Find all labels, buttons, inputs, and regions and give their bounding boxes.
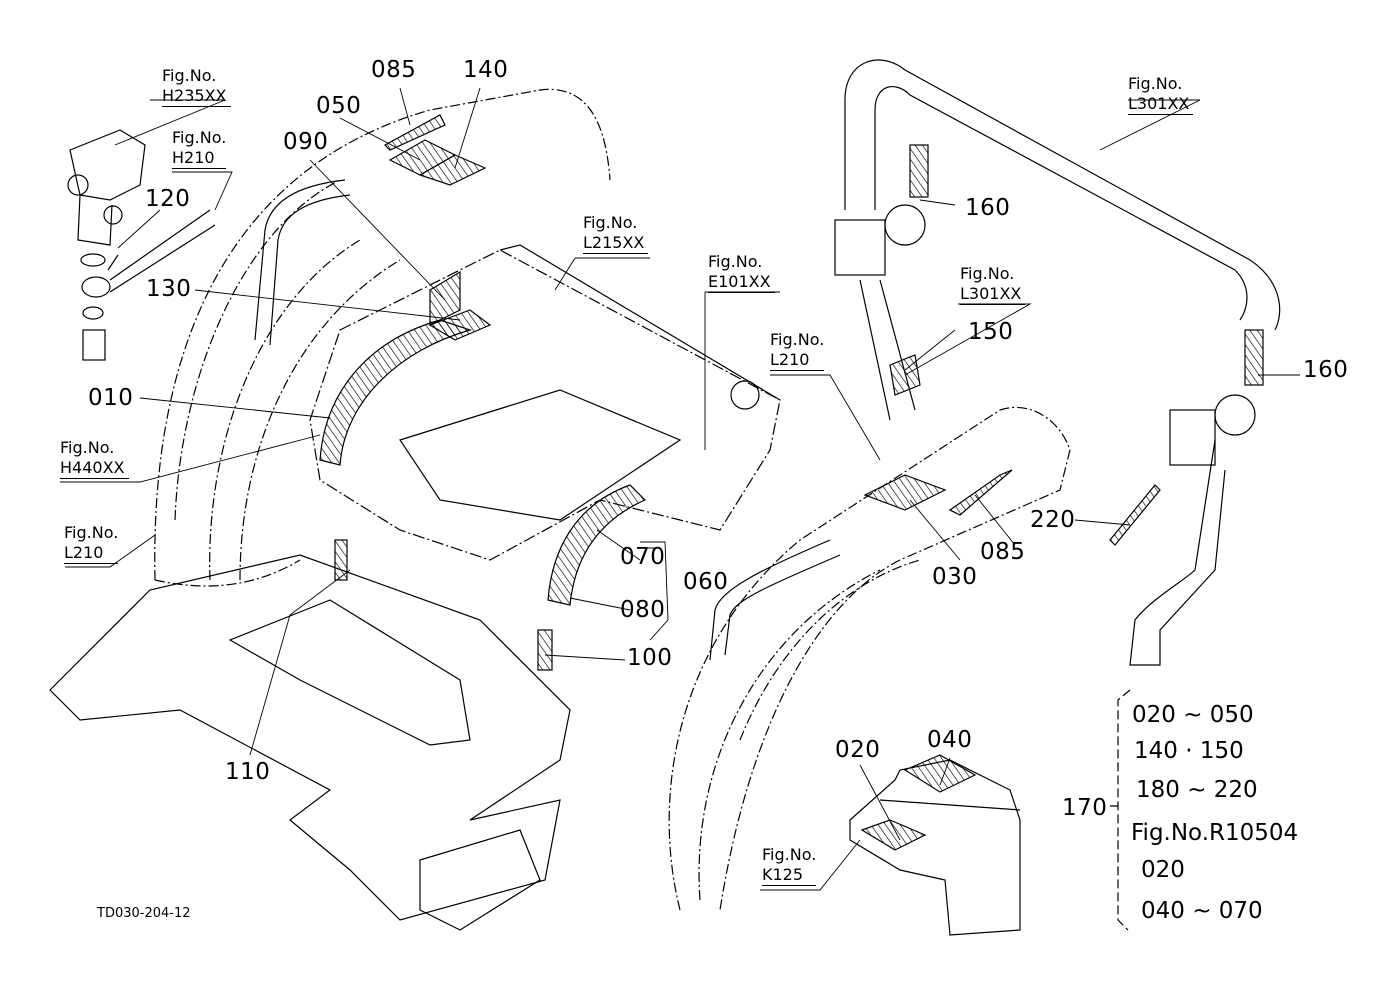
valve-assembly (67, 129, 216, 361)
kit-line: 140 · 150 (1134, 738, 1244, 764)
left-fender-handle (254, 179, 351, 346)
fig-ref-l210-left: Fig.No. L210 (64, 523, 119, 564)
part-label-080: 080 (620, 597, 666, 623)
fig-caption: Fig.No. (583, 213, 638, 232)
fig-ref-k125: Fig.No. K125 (762, 845, 817, 886)
lever-guide-right (547, 484, 647, 606)
fig-ref-h440xx: Fig.No. H440XX (60, 438, 129, 479)
fig-code: H440XX (60, 458, 129, 479)
part-label-030: 030 (932, 564, 978, 590)
kit-line: 020 ~ 050 (1132, 702, 1254, 728)
fig-caption: Fig.No. (1128, 74, 1183, 93)
part-label-070: 070 (620, 544, 666, 570)
part-label-085-right: 085 (980, 539, 1026, 565)
right-fender (668, 406, 1071, 911)
kit-line: 040 ~ 070 (1141, 898, 1263, 924)
lever-guide-left (319, 319, 473, 466)
drawing-code: TD030-204-12 (97, 906, 191, 921)
fig-caption: Fig.No. (770, 330, 825, 349)
part-label-130: 130 (146, 276, 192, 302)
part-label-160-lower: 160 (1303, 357, 1349, 383)
fig-code: K125 (762, 865, 817, 886)
fig-code: H235XX (162, 86, 231, 107)
kit-line: 180 ~ 220 (1136, 777, 1258, 803)
fig-code: L210 (64, 543, 119, 564)
part-label-160-upper: 160 (965, 195, 1011, 221)
fig-caption: Fig.No. (162, 66, 217, 85)
part-label-085: 085 (371, 57, 417, 83)
rops-frame (834, 59, 1281, 666)
fig-code: L210 (770, 350, 825, 371)
fig-caption: Fig.No. (960, 264, 1015, 283)
fig-ref-l215xx: Fig.No. L215XX (583, 213, 649, 254)
part-label-020: 020 (835, 737, 881, 763)
fig-code: L215XX (583, 233, 649, 254)
fig-caption: Fig.No. (708, 252, 763, 271)
part-label-010: 010 (88, 385, 134, 411)
kit-170-bracket (1110, 689, 1131, 931)
right-fender-handle (709, 539, 841, 661)
part-label-220: 220 (1030, 507, 1076, 533)
fig-code: E101XX (708, 272, 775, 293)
fig-caption: Fig.No. (60, 438, 115, 457)
fig-ref-l301xx-mid: Fig.No. L301XX (960, 264, 1026, 305)
fig-code: L301XX (960, 284, 1026, 305)
kit-line: Fig.No.R10504 (1131, 820, 1299, 846)
fig-code: H210 (172, 148, 227, 169)
fig-caption: Fig.No. (64, 523, 119, 542)
fig-ref-l210-right: Fig.No. L210 (770, 330, 825, 371)
left-fender (154, 88, 611, 587)
decals (334, 114, 1264, 851)
part-label-050: 050 (316, 93, 362, 119)
part-label-150: 150 (968, 319, 1014, 345)
part-label-040: 040 (927, 727, 973, 753)
fig-ref-l301xx-top: Fig.No. L301XX (1128, 74, 1194, 115)
part-label-120: 120 (145, 186, 191, 212)
part-label-110: 110 (225, 759, 271, 785)
fig-ref-h210: Fig.No. H210 (172, 128, 227, 169)
part-label-170: 170 (1062, 795, 1108, 821)
seat-cover (849, 759, 1021, 936)
fig-ref-e101xx: Fig.No. E101XX (708, 252, 775, 293)
part-label-140: 140 (463, 57, 509, 83)
fig-ref-h235xx: Fig.No. H235XX (162, 66, 231, 107)
fig-code: L301XX (1128, 94, 1194, 115)
leader-lines (60, 87, 1300, 891)
kit-line: 020 (1141, 857, 1185, 883)
part-label-060: 060 (683, 569, 729, 595)
fig-caption: Fig.No. (172, 128, 227, 147)
part-label-100: 100 (627, 645, 673, 671)
fig-caption: Fig.No. (762, 845, 817, 864)
part-label-090: 090 (283, 129, 329, 155)
